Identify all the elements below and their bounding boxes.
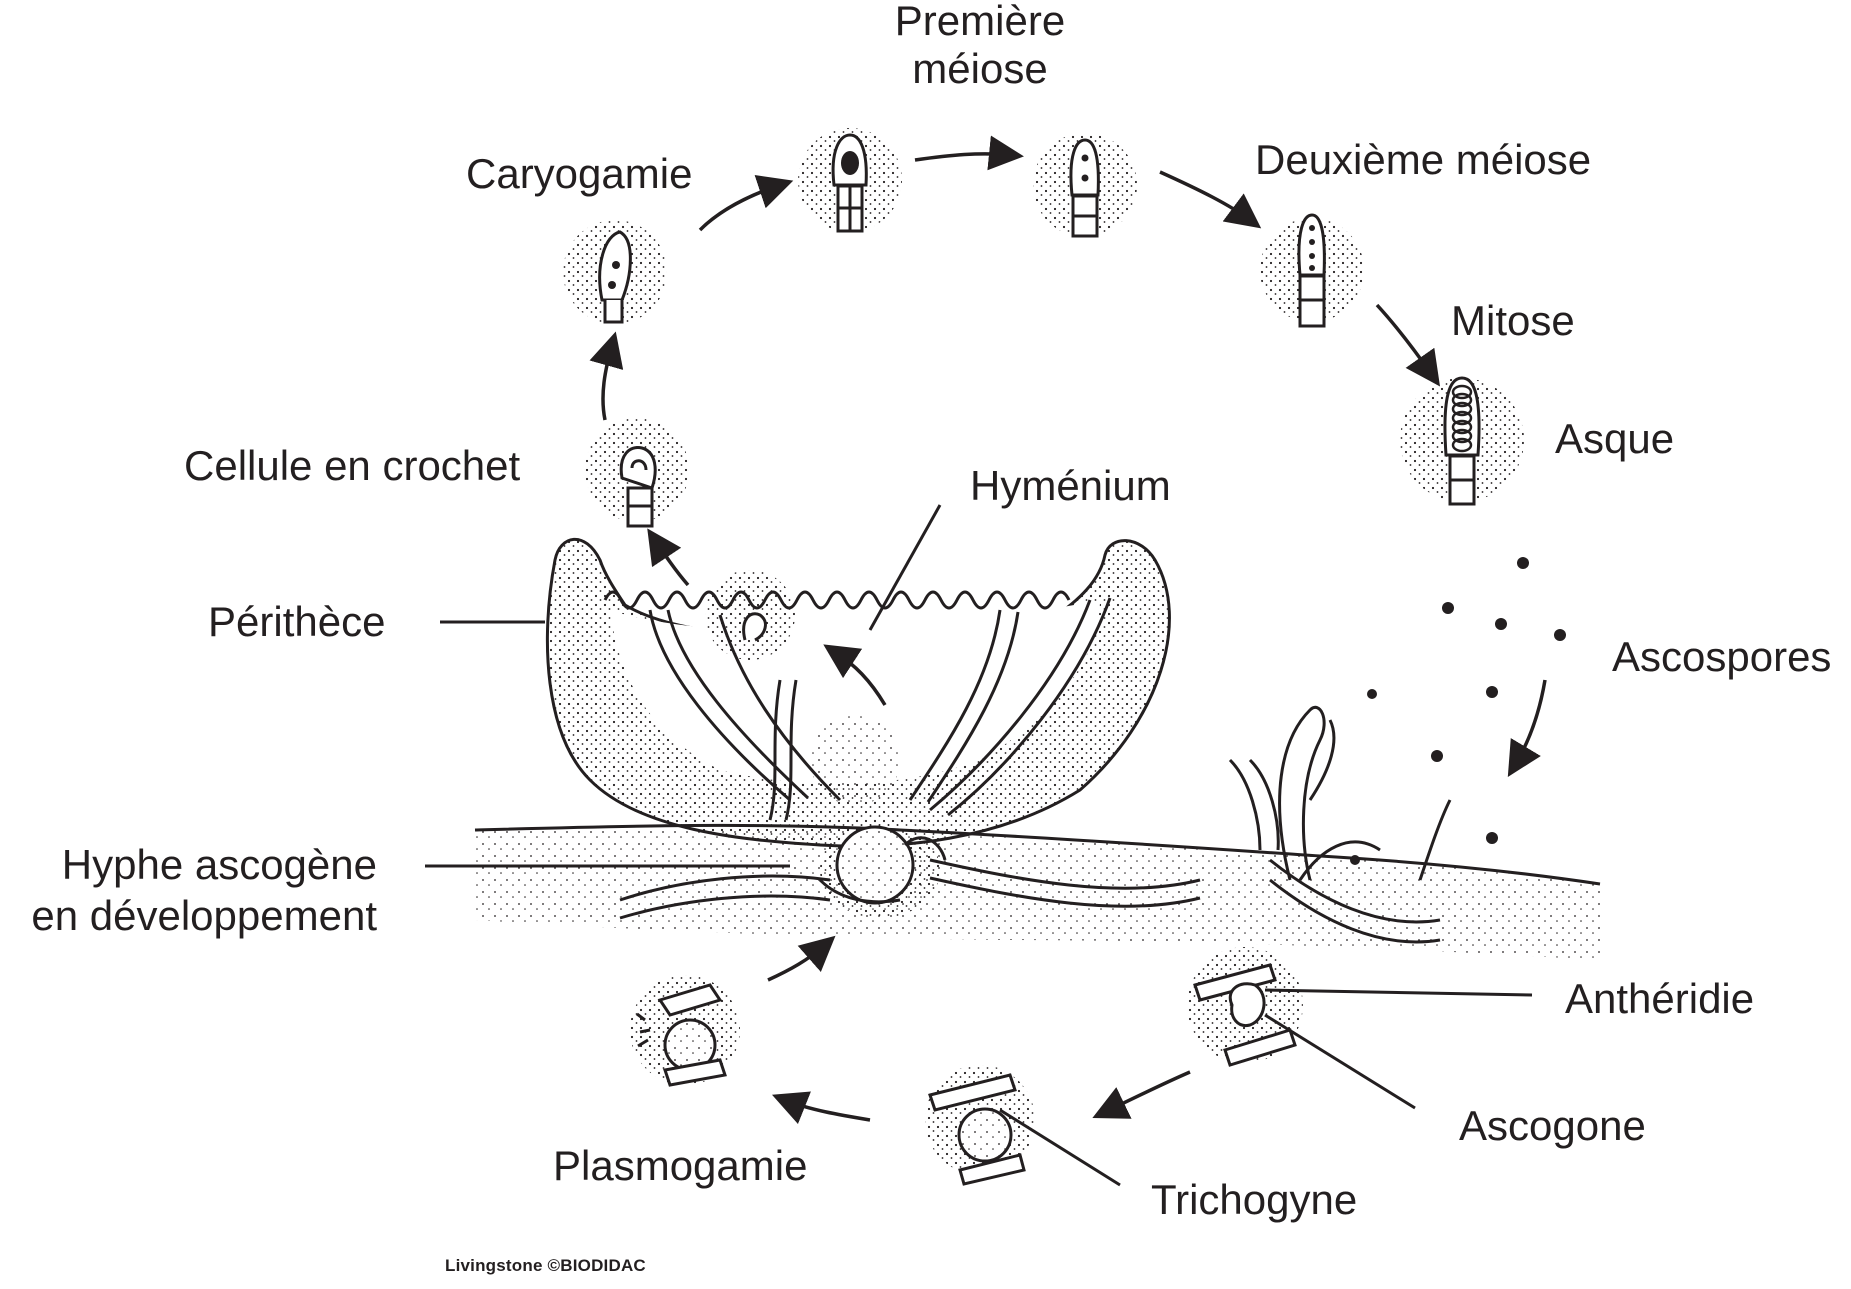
label-ascospores: Ascospores (1612, 633, 1832, 680)
stage-antheridie-ascogone (1187, 947, 1303, 1067)
label-deuxieme-meiose: Deuxième méiose (1255, 136, 1592, 183)
label-ascogone: Ascogone (1459, 1102, 1646, 1149)
label-perithece: Périthèce (208, 598, 386, 645)
label-trichogyne: Trichogyne (1151, 1176, 1358, 1223)
label-hyphe-ascogene-line1: Hyphe ascogène (61, 841, 377, 888)
stage-premiere-meiose (798, 128, 902, 233)
label-asque: Asque (1555, 415, 1675, 462)
hymenium (603, 590, 1071, 610)
leader-lines (425, 504, 1533, 1187)
label-cellule-en-crochet: Cellule en crochet (184, 442, 521, 489)
label-mitose: Mitose (1451, 297, 1575, 344)
label-premiere-meiose-line1: Première (894, 0, 1066, 44)
label-caryogamie: Caryogamie (466, 150, 693, 197)
antheridium-hyphae (1278, 706, 1336, 881)
label-hyphe-ascogene-line2: en développement (31, 892, 377, 939)
cycle-arrows (589, 135, 1547, 1125)
label-plasmogamie: Plasmogamie (553, 1142, 808, 1189)
label-hymenium: Hyménium (970, 462, 1171, 509)
stage-asque (1400, 376, 1524, 506)
stage-plasmogamie (630, 975, 740, 1087)
stage-deuxieme-meiose (1260, 213, 1364, 328)
label-antheridie: Anthéridie (1565, 975, 1755, 1022)
stage-second (1033, 133, 1137, 238)
label-premiere-meiose-line2: méiose (912, 45, 1048, 92)
hook-in-hymenium (705, 570, 795, 660)
ascospores (1350, 557, 1566, 865)
ascogenous-center (810, 715, 947, 918)
stage-trichogyne (925, 1065, 1035, 1186)
stage-cellule-en-crochet (585, 418, 689, 528)
stage-caryogamie (563, 220, 667, 324)
credit-text: Livingstone ©BIODIDAC (445, 1256, 646, 1275)
